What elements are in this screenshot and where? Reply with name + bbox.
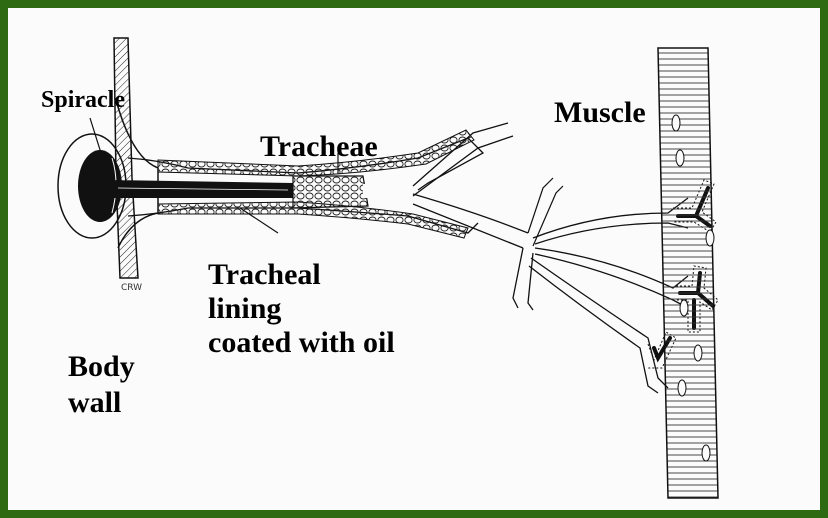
tracheal-lining-line-1: Tracheal [208, 260, 395, 290]
muscle-band [658, 48, 718, 498]
body-wall-line-2: wall [68, 388, 135, 418]
insect-respiratory-diagram [8, 8, 820, 510]
tracheae-label: Tracheae [260, 132, 378, 162]
tracheal-lining-label: Tracheal lining coated with oil [208, 260, 395, 362]
tracheal-lining-line-3: coated with oil [208, 328, 395, 358]
artist-signature: CRW [121, 283, 142, 293]
spiracle-label: Spiracle [41, 88, 125, 112]
body-wall-line-1: Body [68, 352, 135, 382]
tracheoles [413, 123, 688, 393]
tracheal-lining-line-2: lining [208, 294, 395, 324]
muscle-label: Muscle [554, 98, 646, 128]
body-wall-label: Body wall [68, 352, 135, 424]
